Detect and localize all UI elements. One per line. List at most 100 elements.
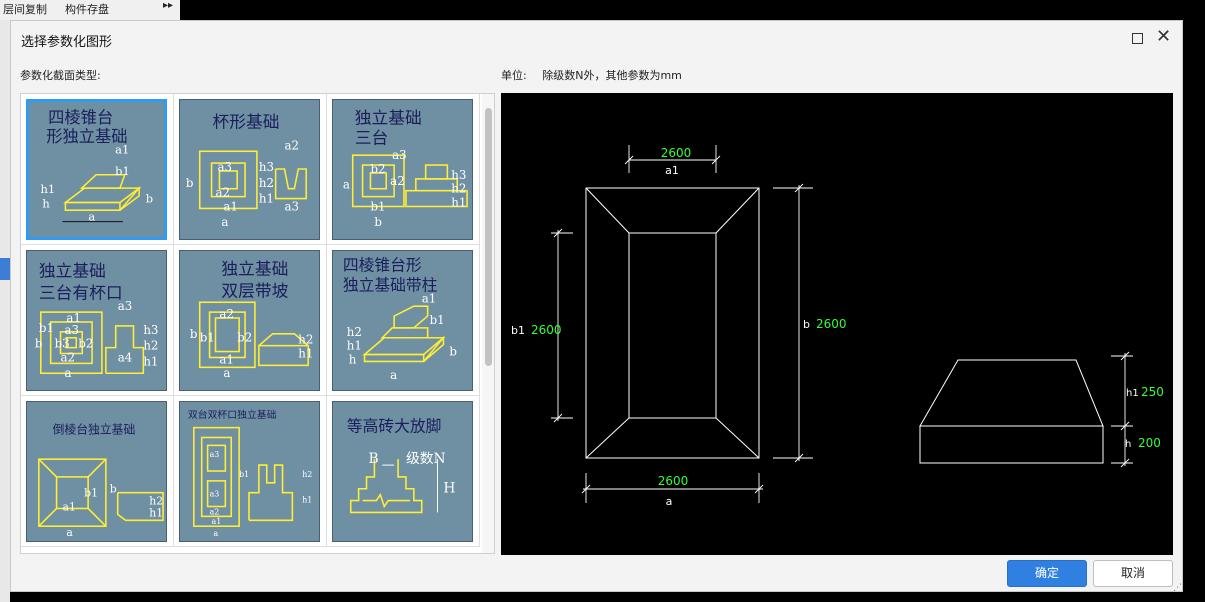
svg-text:a: a: [343, 178, 350, 192]
svg-text:a: a: [390, 368, 397, 382]
thumb-title-1: 独立基础: [355, 108, 422, 128]
thumb-title-2: 三台有杯口: [39, 282, 123, 302]
svg-text:b2: b2: [78, 337, 93, 351]
svg-text:h: h: [349, 352, 357, 366]
unit-note: 除级数N外，其他参数为mm: [542, 69, 682, 82]
menu-component-save[interactable]: 构件存盘: [65, 3, 109, 16]
gallery-item-inverted-frustum-footing[interactable]: 倒棱台独立基础 b1 b a1 a h2 h1: [21, 396, 174, 547]
two-layer-slope-footing-icon: 独立基础 双层带坡 a2 b b1 b2 a1 a h2 h1: [179, 250, 320, 391]
dim-h1-label: h1: [1126, 388, 1139, 399]
svg-text:h2: h2: [451, 182, 466, 196]
thumb-title-2: 双层带坡: [221, 280, 288, 300]
maximize-icon[interactable]: [1132, 33, 1143, 44]
svg-text:级数N: 级数N: [406, 451, 446, 467]
dim-left-value: 2600: [531, 323, 562, 337]
svg-text:a2: a2: [61, 350, 76, 364]
svg-text:a1: a1: [212, 517, 222, 526]
svg-text:a3: a3: [392, 148, 407, 162]
svg-text:h2: h2: [347, 325, 362, 339]
gallery-item-pyramid-footing-column[interactable]: 四棱锥台形 独立基础带柱 a1 b1 h2 h1 h b a: [327, 245, 480, 396]
svg-text:a: a: [64, 366, 71, 380]
svg-text:b: b: [374, 215, 382, 229]
svg-text:b2: b2: [237, 331, 252, 345]
svg-text:b: b: [110, 483, 117, 496]
thumb-title-1: 四棱锥台形: [343, 256, 422, 275]
unit-label: 单位: 除级数N外，其他参数为mm: [501, 67, 682, 83]
pyramid-footing-column-icon: 四棱锥台形 独立基础带柱 a1 b1 h2 h1 h b a: [332, 250, 473, 391]
svg-text:a: a: [223, 366, 230, 380]
svg-text:a: a: [221, 215, 228, 229]
thumb-title-2: 形独立基础: [46, 127, 127, 146]
svg-text:h3: h3: [451, 168, 466, 182]
dim-right-label: b: [803, 318, 810, 331]
background-toolbar: 层间复制 构件存盘 ▸▸: [0, 0, 180, 20]
svg-text:a1: a1: [115, 143, 129, 157]
svg-text:b1: b1: [115, 164, 130, 178]
svg-text:a1: a1: [223, 199, 238, 213]
unit-prefix: 单位:: [501, 69, 527, 82]
svg-text:a: a: [66, 526, 73, 539]
svg-text:b: b: [449, 344, 457, 358]
svg-text:h1: h1: [149, 506, 163, 519]
ok-button[interactable]: 确定: [1007, 560, 1087, 587]
svg-text:a3: a3: [284, 199, 299, 213]
parametric-shape-dialog: 选择参数化图形 ✕ 参数化截面类型: 单位: 除级数N外，其他参数为mm 四棱锥…: [10, 20, 1183, 593]
dim-bottom-label: a: [666, 495, 673, 508]
shape-preview: 2600 a1 2600 a b1 2600 b 2600: [501, 93, 1173, 555]
svg-text:H: H: [443, 481, 455, 497]
svg-text:b2: b2: [370, 162, 385, 176]
svg-text:a2: a2: [390, 174, 405, 188]
thumb-title-1: 倒棱台独立基础: [53, 423, 136, 437]
dialog-title: 选择参数化图形: [21, 35, 113, 50]
svg-text:h2: h2: [259, 176, 274, 190]
section-type-label: 参数化截面类型:: [20, 69, 101, 82]
gallery-item-three-step-cup-footing[interactable]: 独立基础 三台有杯口 a1 b1 a3 b b3 b2 a2 a a3: [21, 245, 174, 396]
thumb-title-1: 四棱锥台: [48, 108, 113, 127]
svg-text:h2: h2: [149, 495, 163, 508]
dim-h-label: h: [1125, 439, 1131, 450]
background-selected-row: [0, 258, 10, 280]
cancel-button[interactable]: 取消: [1093, 560, 1173, 587]
three-step-cup-footing-icon: 独立基础 三台有杯口 a1 b1 a3 b b3 b2 a2 a a3: [26, 250, 167, 391]
gallery-scrollbar[interactable]: [482, 94, 494, 553]
svg-text:b1: b1: [430, 313, 445, 327]
svg-text:a1: a1: [66, 311, 81, 325]
svg-text:a1: a1: [62, 500, 75, 513]
svg-text:a1: a1: [422, 291, 437, 305]
svg-text:h1: h1: [259, 192, 274, 206]
svg-text:a1: a1: [219, 352, 234, 366]
resize-grip-icon[interactable]: ⋰: [1173, 583, 1182, 593]
thumb-title-2: 三台: [355, 127, 389, 147]
svg-text:h1: h1: [347, 339, 362, 353]
three-step-footing-icon: 独立基础 三台 a b2 a2 b1 b a3 h3 h2 h1: [332, 99, 473, 240]
gallery-item-pyramid-footing[interactable]: 四棱锥台 形独立基础 a1 b1 h1 h b a: [21, 94, 174, 245]
thumb-title-1: 等高砖大放脚: [347, 417, 442, 436]
thumb-title-1: 独立基础: [221, 259, 288, 279]
svg-text:b1: b1: [84, 487, 98, 500]
dim-h-value: 200: [1138, 436, 1161, 450]
thumb-title-1: 双台双杯口独立基础: [188, 408, 277, 421]
thumb-title-2: 独立基础带柱: [343, 275, 438, 294]
svg-text:a2: a2: [284, 138, 299, 152]
gallery-scroll-thumb[interactable]: [485, 108, 492, 366]
brick-footing-icon: 等高砖大放脚 B 级数N H: [332, 401, 473, 542]
gallery-item-brick-footing[interactable]: 等高砖大放脚 B 级数N H: [327, 396, 480, 547]
gallery-item-three-step-footing[interactable]: 独立基础 三台 a b2 a2 b1 b a3 h3 h2 h1: [327, 94, 480, 245]
gallery-item-cup-footing[interactable]: 杯形基础 b a3 a2 a1 a a2 h3 h2 h1 a3: [174, 94, 327, 245]
svg-text:b1: b1: [370, 199, 385, 213]
svg-text:b1: b1: [39, 321, 54, 335]
svg-text:a3: a3: [210, 450, 220, 459]
svg-text:b: b: [190, 327, 198, 341]
gallery-item-two-layer-slope-footing[interactable]: 独立基础 双层带坡 a2 b b1 b2 a1 a h2 h1: [174, 245, 327, 396]
svg-text:a3: a3: [64, 323, 79, 337]
dim-right-value: 2600: [816, 317, 847, 331]
menu-floor-copy[interactable]: 层间复制: [3, 3, 47, 16]
gallery-item-double-cup-footing[interactable]: 双台双杯口独立基础 a3 a3 a2 a1 a b1 h2 h1: [174, 396, 327, 547]
close-icon[interactable]: ✕: [1156, 26, 1172, 47]
svg-text:a3: a3: [118, 299, 133, 313]
expand-icon[interactable]: ▸▸: [163, 0, 174, 11]
svg-text:a: a: [88, 210, 95, 224]
dim-bottom-value: 2600: [658, 474, 689, 488]
svg-text:h3: h3: [259, 160, 274, 174]
inverted-frustum-footing-icon: 倒棱台独立基础 b1 b a1 a h2 h1: [26, 401, 167, 542]
